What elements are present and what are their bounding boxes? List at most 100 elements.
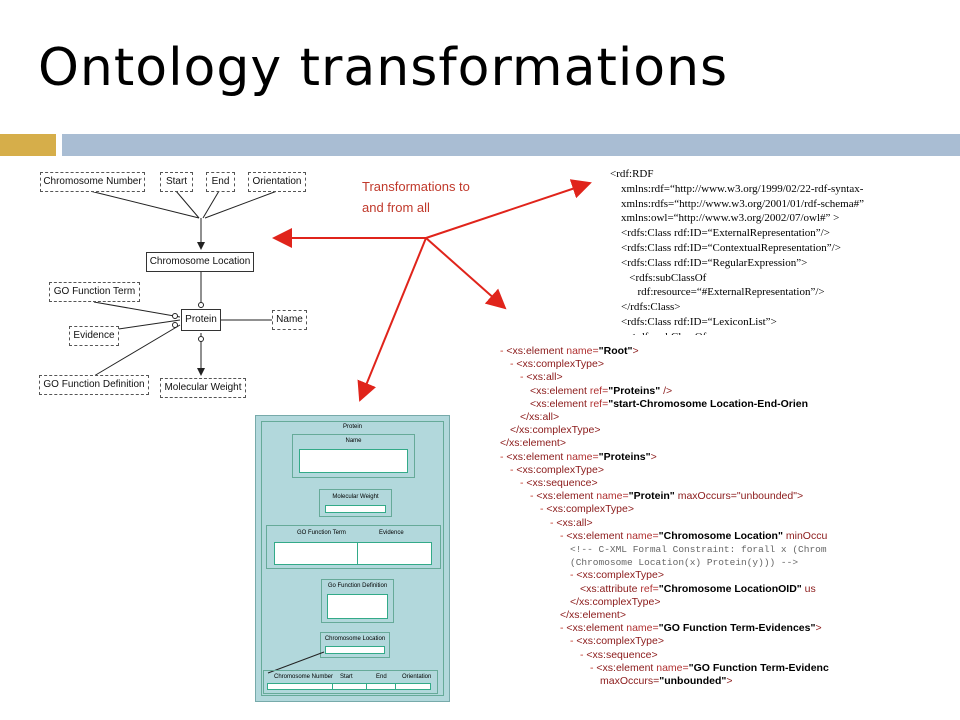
xsd-collapse-marker[interactable]: - — [560, 529, 567, 542]
xsd-collapse-marker[interactable]: - — [580, 648, 587, 661]
xsd-line: - <xs:element name="GO Function Term-Evi… — [500, 622, 870, 635]
xsd-tag-tail: us — [801, 582, 816, 595]
form-cl-input-start[interactable] — [332, 683, 367, 690]
xsd-collapse-marker[interactable]: - — [520, 371, 527, 384]
orm-go-function-term: GO Function Term — [49, 282, 140, 302]
xsd-value: "Protein" — [628, 490, 675, 503]
xsd-tag: <xs:attribute — [580, 582, 641, 595]
xsd-attr: name= — [566, 345, 599, 357]
xsd-line: <xs:element ref="start-Chromosome Locati… — [500, 398, 870, 411]
xsd-line: </xs:complexType> — [500, 596, 870, 609]
xsd-line: <!-- C-XML Formal Constraint: forall x (… — [500, 543, 870, 556]
xsd-tag-tail: minOccu — [782, 529, 828, 542]
xsd-line: - <xs:complexType> — [500, 464, 870, 477]
xsd-collapse-marker[interactable]: - — [550, 516, 557, 529]
form-cl-input-end[interactable] — [366, 683, 396, 690]
xsd-collapse-marker[interactable]: - — [540, 503, 547, 516]
xsd-collapse-marker[interactable]: - — [500, 450, 507, 463]
xsd-code-snippet: - <xs:element name="Root">- <xs:complexT… — [500, 345, 870, 695]
form-chromosome-location-input[interactable] — [325, 646, 385, 654]
xsd-value: "Chromosome LocationOID" — [658, 582, 802, 595]
orm-chromosome-location: Chromosome Location — [146, 252, 254, 272]
xsd-tag: <xs:complexType> — [546, 503, 634, 516]
xsd-line: </xs:element> — [500, 437, 870, 450]
note-line-1: Transformations to — [362, 179, 470, 194]
rdf-line: <rdf:RDF — [610, 168, 654, 180]
xsd-tag: <xs:complexType> — [576, 635, 664, 648]
xsd-attr: name= — [596, 490, 629, 503]
form-go-function-definition-input[interactable] — [327, 594, 388, 619]
xsd-line: - <xs:complexType> — [500, 635, 870, 648]
orm-protein: Protein — [181, 309, 221, 331]
xsd-line: - <xs:all> — [500, 371, 870, 384]
xsd-tag: <xs:element — [530, 384, 590, 397]
xsd-line: <xs:element ref="Proteins" /> — [500, 385, 870, 398]
xsd-collapse-marker[interactable]: - — [570, 635, 577, 648]
form-evidence-input[interactable] — [357, 542, 432, 565]
xsd-collapse-marker[interactable]: - — [520, 477, 527, 490]
form-cl-col-chromosome-number: Chromosome Number — [274, 674, 334, 680]
xsd-comment: (Chromosome Location(x) Protein(y))) --> — [570, 557, 799, 569]
xsd-tag: <xs:sequence> — [586, 648, 658, 661]
orm-end: End — [206, 172, 235, 192]
form-cl-input-orientation[interactable] — [395, 683, 431, 690]
xsd-tag: <xs:sequence> — [526, 477, 598, 490]
xsd-line: - <xs:element name="Proteins"> — [500, 451, 870, 464]
xsd-value: "Proteins" — [598, 450, 651, 463]
xsd-collapse-marker[interactable]: - — [530, 490, 537, 503]
xsd-collapse-marker[interactable]: - — [510, 358, 517, 371]
form-chromosome-location-subform: Chromosome Number Start End Orientation — [263, 670, 438, 694]
form-cl-col-start: Start — [340, 674, 353, 680]
xsd-line: </xs:element> — [500, 609, 870, 622]
form-name-group: Name — [292, 434, 415, 478]
form-cl-col-orientation: Orientation — [402, 674, 432, 680]
rdf-line: <rdfs:subClassOf — [610, 271, 707, 284]
xsd-line: </xs:all> — [500, 411, 870, 424]
xsd-tag: <xs:element — [596, 661, 657, 674]
orm-chromosome-number: Chromosome Number — [40, 172, 145, 192]
form-molecular-weight-input[interactable] — [325, 505, 386, 513]
form-name-input[interactable] — [299, 449, 408, 473]
xsd-tag: <xs:all> — [526, 371, 563, 384]
xsd-collapse-marker[interactable]: - — [560, 622, 567, 635]
xsd-line: - <xs:element name="Protein" maxOccurs="… — [500, 490, 870, 503]
xsd-collapse-marker[interactable]: - — [500, 345, 507, 357]
rdf-line: <rdfs:Class rdf:ID=“RegularExpression”> — [610, 256, 808, 269]
form-cl-input-chromosome-number[interactable] — [267, 683, 333, 690]
xsd-tag-tail: maxOccurs="unbounded"> — [674, 490, 804, 503]
xsd-tag-tail: > — [726, 675, 733, 688]
orm-evidence: Evidence — [69, 326, 119, 346]
form-chromosome-location-label: Chromosome Location — [324, 636, 386, 642]
form-molecular-weight-label: Molecular Weight — [332, 494, 379, 500]
xsd-line: - <xs:all> — [500, 517, 870, 530]
form-evidence-label: Evidence — [379, 530, 404, 536]
orm-mandatory-dots — [172, 302, 204, 342]
xsd-tag: <xs:element — [530, 397, 590, 410]
rdf-line: xmlns:owl=“http://www.w3.org/2002/07/owl… — [610, 212, 840, 225]
xsd-value: "start-Chromosome Location-End-Orien — [608, 397, 809, 410]
xsd-line: - <xs:complexType> — [500, 569, 870, 582]
xsd-value: "Chromosome Location" — [658, 529, 783, 542]
accent-bar-blue — [62, 134, 960, 156]
xsd-attr: ref= — [640, 582, 659, 595]
orm-molecular-weight: Molecular Weight — [160, 378, 246, 398]
xsd-tag: <xs:all> — [556, 516, 593, 529]
xsd-collapse-marker[interactable]: - — [510, 463, 517, 476]
rdf-line: <rdfs:Class rdf:ID=“ExternalRepresentati… — [610, 227, 830, 240]
form-go-function-definition-group: Go Function Definition — [321, 579, 394, 623]
xsd-tag: <xs:complexType> — [576, 569, 664, 582]
xsd-tag-tail: > — [815, 622, 822, 635]
form-title: Protein — [342, 424, 362, 430]
xsd-line: </xs:complexType> — [500, 424, 870, 437]
xsd-line: - <xs:sequence> — [500, 649, 870, 662]
note-line-2: and from all — [362, 200, 430, 215]
form-cl-col-end: End — [376, 674, 387, 680]
xsd-attr: name= — [566, 450, 599, 463]
xsd-collapse-marker[interactable]: - — [590, 661, 597, 674]
xsd-collapse-marker[interactable]: - — [570, 569, 577, 582]
xsd-value: "GO Function Term-Evidenc — [688, 661, 829, 674]
orm-start: Start — [160, 172, 193, 192]
xsd-tag: <xs:complexType> — [516, 463, 604, 476]
xsd-line: - <xs:sequence> — [500, 477, 870, 490]
xsd-line: - <xs:complexType> — [500, 358, 870, 371]
